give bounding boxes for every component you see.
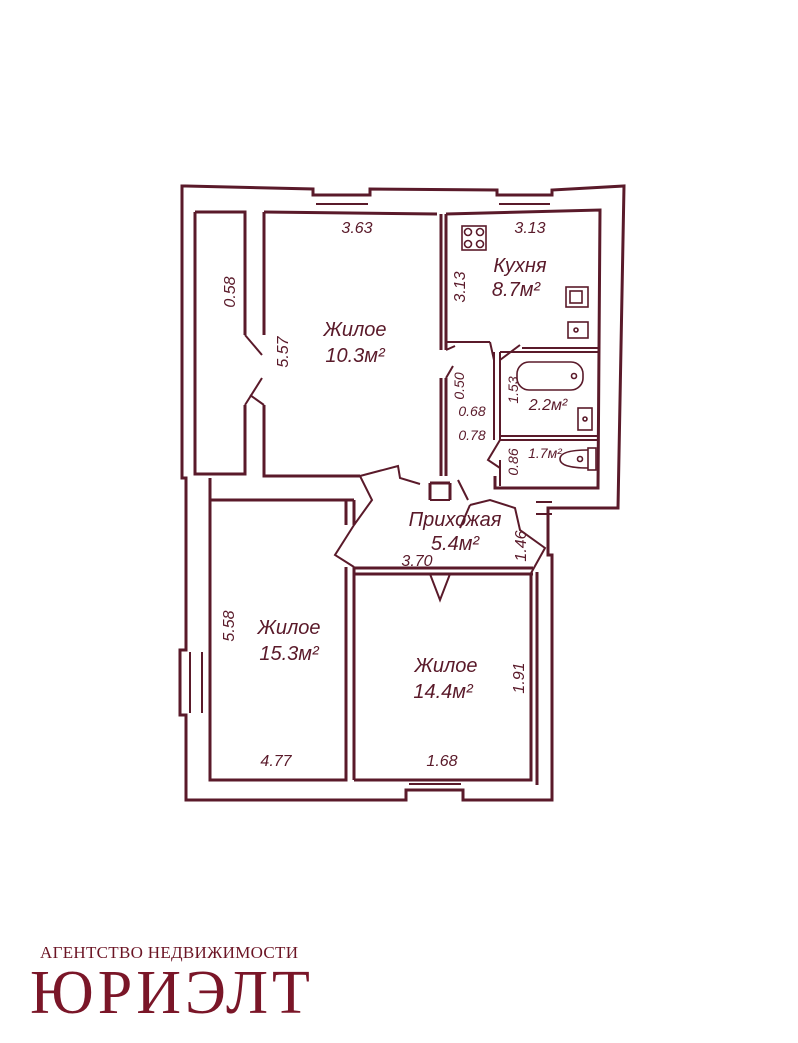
- dim-label: 3.63: [341, 220, 372, 237]
- dim-label: 4.77: [260, 753, 292, 770]
- dim-label: 3.13: [452, 271, 469, 302]
- interior-walls: [208, 208, 602, 785]
- room-name-living-left: Жилое: [257, 617, 321, 639]
- room-area-hall: 5.4м²: [431, 533, 481, 555]
- bathroom-sink-icon: [577, 407, 593, 431]
- dim-label: 3.13: [514, 220, 545, 237]
- dim-label: 0.68: [458, 403, 485, 419]
- doors: [244, 334, 547, 603]
- logo-name: ЮРИЭЛТ: [30, 959, 314, 1027]
- dimension-labels: 3.63 3.13 3.13 0.58 5.57 0.50 0.68 0.78 …: [221, 220, 546, 770]
- room-area-living-left: 15.3м²: [259, 643, 320, 665]
- dim-label: 5.57: [275, 335, 292, 367]
- dim-label: 1.53: [505, 376, 521, 403]
- room-area-bath: 2.2м²: [528, 397, 568, 414]
- room-area-wc: 1.7м²: [528, 445, 563, 461]
- room-name-kitchen: Кухня: [493, 255, 547, 277]
- dim-label: 1.68: [426, 753, 457, 770]
- room-name-hall: Прихожая: [409, 509, 502, 531]
- bathtub-icon: [516, 361, 584, 391]
- dim-label: 3.70: [401, 553, 432, 570]
- logo-tagline: АГЕНТСТВО НЕДВИЖИМОСТИ: [40, 943, 299, 962]
- dim-label: 0.86: [505, 448, 521, 475]
- toilet-icon: [559, 447, 597, 471]
- outer-walls: [178, 184, 626, 802]
- dim-label: 0.50: [451, 372, 467, 399]
- dim-label: 1.46: [513, 530, 530, 561]
- room-labels: Жилое 10.3м² Кухня 8.7м² 2.2м² 1.7м² При…: [257, 255, 568, 703]
- dim-label: 5.58: [221, 610, 238, 641]
- room-area-kitchen: 8.7м²: [492, 279, 542, 301]
- room-name-living-top: Жилое: [323, 319, 387, 341]
- room-area-living-right: 14.4м²: [413, 681, 474, 703]
- kitchen-sink-icon: [565, 286, 589, 339]
- room-area-living-top: 10.3м²: [325, 345, 386, 367]
- room-name-living-right: Жилое: [414, 655, 478, 677]
- stove-icon: [461, 225, 487, 251]
- dim-label: 1.91: [511, 662, 528, 693]
- dim-label: 0.78: [458, 427, 485, 443]
- windows: [189, 203, 550, 785]
- dim-label: 0.58: [222, 276, 239, 307]
